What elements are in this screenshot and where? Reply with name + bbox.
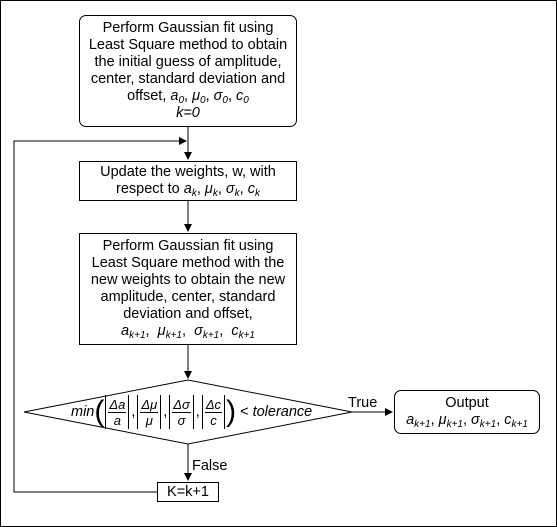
param-a: a xyxy=(406,412,415,428)
term-denominator: μ xyxy=(145,412,153,428)
param-sigma: σ xyxy=(225,181,235,197)
increment-box: K=k+1 xyxy=(157,482,219,502)
param-sigma: σ xyxy=(194,323,203,339)
term-denominator: a xyxy=(113,412,121,428)
new-fit-params: ak+1, μk+1, σk+1, ck+1 xyxy=(121,323,255,341)
update-weights-line: Update the weights, w, with xyxy=(100,164,276,180)
initial-fit-line: center, standard deviation and xyxy=(90,71,286,87)
new-fit-box: Perform Gaussian fit using Least Square … xyxy=(79,233,297,345)
term-numerator: Δa xyxy=(108,396,127,413)
param-mu: μ xyxy=(157,323,166,339)
term-numerator: Δμ xyxy=(140,396,159,413)
false-branch-label: False xyxy=(192,458,228,474)
initial-fit-line: the initial guess of amplitude, xyxy=(94,54,282,70)
update-weights-box: Update the weights, w, with respect to a… xyxy=(79,161,297,201)
param-c: c xyxy=(504,412,512,428)
param-mu: μ xyxy=(204,181,213,197)
term-numerator: Δσ xyxy=(172,396,191,413)
param-c: c xyxy=(236,88,244,104)
param-a: a xyxy=(121,323,130,339)
offset-prefix: offset, xyxy=(127,88,171,104)
param-sigma: σ xyxy=(471,412,480,428)
initial-fit-box: Perform Gaussian fit using Least Square … xyxy=(79,15,297,127)
comparison-operator: < xyxy=(236,404,253,420)
true-branch-label: True xyxy=(348,395,378,411)
close-paren: ) xyxy=(226,395,237,428)
new-fit-line: deviation and offset, xyxy=(123,306,253,322)
param-sigma: σ xyxy=(213,88,223,104)
term-numerator: Δc xyxy=(204,396,223,413)
min-function: min xyxy=(71,404,95,420)
init-k: k=0 xyxy=(176,105,200,121)
arrow-loop-back xyxy=(13,137,187,493)
output-title: Output xyxy=(445,395,489,411)
increment-label: K=k+1 xyxy=(167,483,209,500)
open-paren: ( xyxy=(94,395,105,428)
term-denominator: c xyxy=(210,412,217,428)
param-mu: μ xyxy=(192,88,201,104)
new-fit-line: new weights to obtain the new xyxy=(90,272,286,288)
new-fit-line: Least Square method with the xyxy=(91,255,285,271)
initial-fit-params: offset, a0, μ0, σ0, c0 xyxy=(127,88,249,106)
term-denominator: σ xyxy=(177,412,186,428)
initial-fit-line: Least Square method to obtain xyxy=(88,37,288,53)
param-a: a xyxy=(183,181,192,197)
param-c: c xyxy=(231,323,239,339)
param-a: a xyxy=(170,88,179,104)
new-fit-line: Perform Gaussian fit using xyxy=(102,238,274,254)
update-weights-params: respect to ak, μk, σk, ck xyxy=(116,181,260,199)
tolerance-label: tolerance xyxy=(252,404,313,420)
param-c: c xyxy=(247,181,255,197)
output-box: Output ak+1, μk+1, σk+1, ck+1 xyxy=(394,390,540,434)
param-mu: μ xyxy=(438,412,447,428)
output-params: ak+1, μk+1, σk+1, ck+1 xyxy=(406,412,528,430)
initial-fit-line: Perform Gaussian fit using xyxy=(102,20,274,36)
new-fit-line: amplitude, center, standard xyxy=(100,289,276,305)
